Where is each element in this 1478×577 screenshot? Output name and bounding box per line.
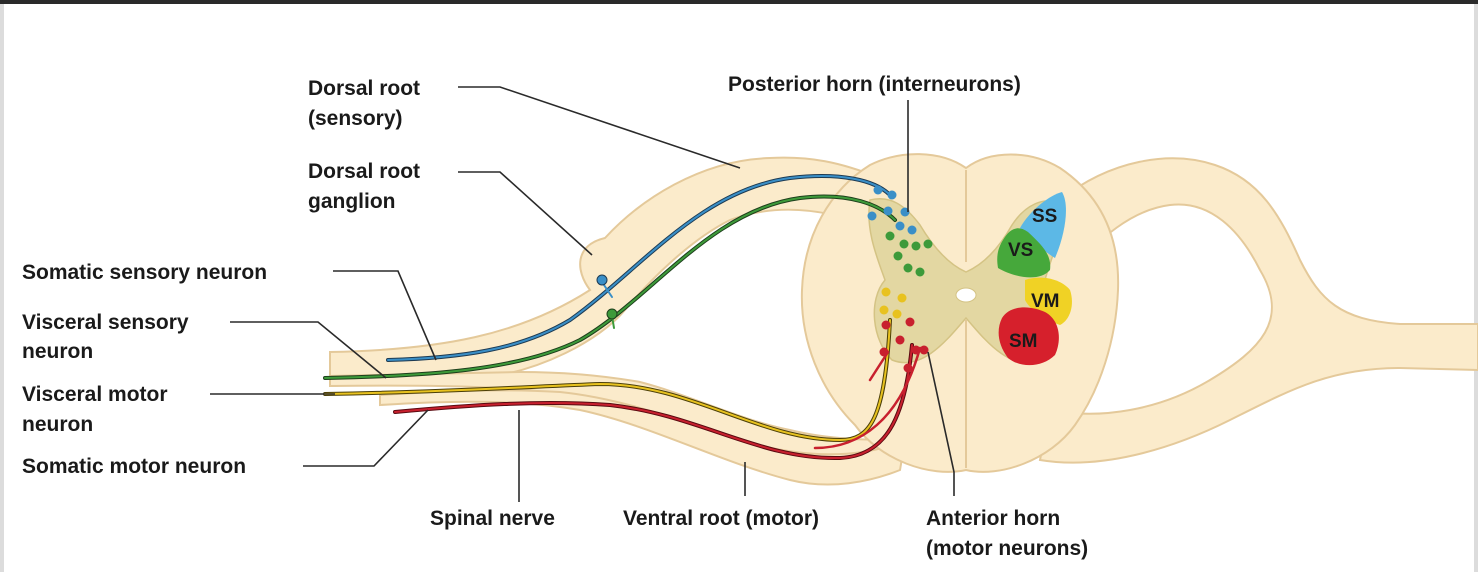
- right-border: [1474, 4, 1478, 572]
- leader-anterior-horn: [927, 351, 955, 496]
- zone-vs-label: VS: [1008, 240, 1033, 261]
- dorsal-root-tissue: [329, 156, 881, 388]
- visceral-motor-fiber: [324, 319, 891, 442]
- label-posterior-horn: Posterior horn (interneurons): [728, 73, 1021, 96]
- central-canal: [955, 287, 977, 303]
- leader-somatic-motor: [303, 409, 429, 467]
- label-ventral-root: Ventral root (motor): [623, 507, 819, 530]
- somatic-sensory-cell-body: [596, 274, 608, 286]
- leader-dorsal-root: [458, 86, 741, 169]
- label-visceral-motor-1: Visceral motor: [22, 383, 168, 406]
- zone-vm-area: [1025, 277, 1072, 325]
- left-border: [0, 4, 4, 572]
- zone-sm-label: SM: [1009, 331, 1038, 352]
- visceral-sensory-fiber: [324, 195, 896, 379]
- top-border: [0, 0, 1478, 4]
- leader-visceral-sensory: [230, 321, 387, 379]
- somatic-motor-branch-2: [868, 350, 890, 382]
- anterior-horn-neurons: [879, 287, 929, 373]
- posterior-horn-terminals: [867, 185, 933, 277]
- label-somatic-sensory: Somatic sensory neuron: [22, 261, 267, 284]
- zone-ss-area: [1020, 192, 1066, 258]
- label-dorsal-root-2: (sensory): [308, 107, 403, 130]
- label-spinal-nerve: Spinal nerve: [430, 507, 555, 530]
- labels: Dorsal root (sensory) Dorsal root gangli…: [22, 73, 1088, 560]
- zone-vs-area: [997, 228, 1051, 278]
- zone-ss-label: SS: [1032, 206, 1057, 227]
- nerve-tissue: [329, 153, 1478, 486]
- label-visceral-sensory-2: neuron: [22, 340, 93, 363]
- somatic-sensory-fiber: [387, 175, 891, 361]
- leader-somatic-sensory: [333, 270, 437, 361]
- leader-dorsal-root-ganglion: [458, 171, 593, 256]
- zone-sm-area: [998, 307, 1059, 366]
- somatic-motor-branch: [813, 346, 922, 450]
- label-somatic-motor: Somatic motor neuron: [22, 455, 246, 478]
- label-anterior-horn-1: Anterior horn: [926, 507, 1060, 530]
- gray-matter-zones: SS VS VM SM: [997, 192, 1072, 366]
- label-dorsal-root-1: Dorsal root: [308, 77, 420, 100]
- neuron-fibers: [323, 174, 922, 461]
- visceral-sensory-cell-body: [606, 308, 618, 320]
- label-anterior-horn-2: (motor neurons): [926, 537, 1088, 560]
- label-visceral-motor-2: neuron: [22, 413, 93, 436]
- label-ganglion-2: ganglion: [308, 190, 396, 213]
- zone-vm-label: VM: [1031, 291, 1060, 312]
- label-ganglion-1: Dorsal root: [308, 160, 420, 183]
- label-visceral-sensory-1: Visceral sensory: [22, 311, 189, 334]
- leader-lines: [210, 86, 955, 502]
- somatic-motor-fiber: [394, 344, 913, 460]
